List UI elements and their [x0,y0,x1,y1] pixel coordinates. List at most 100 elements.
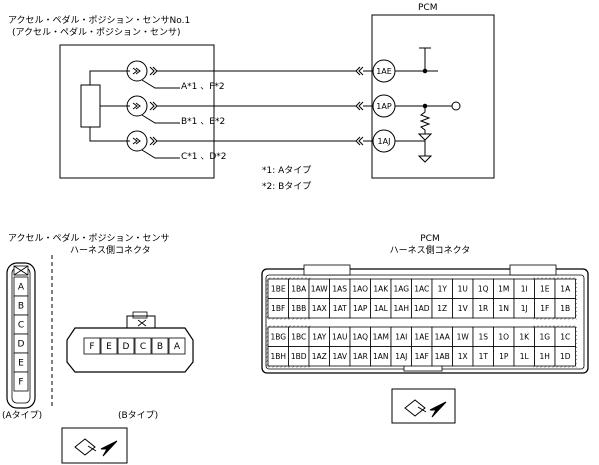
pcm-connector-pin: 1Q [472,278,494,299]
svg-text:1AB: 1AB [435,352,450,361]
pcm-connector-pin: 1I [513,278,535,299]
svg-text:1I: 1I [521,284,528,293]
signal-terminal [451,101,461,111]
svg-text:1S: 1S [478,332,488,341]
svg-text:1Z: 1Z [437,304,447,313]
connector-pin: F [83,337,101,355]
svg-text:1BB: 1BB [291,304,306,313]
pcm-connector-pin: 1AL [370,298,392,319]
sensor-pin-1 [126,60,148,82]
svg-text:1AF: 1AF [415,352,429,361]
svg-text:1AH: 1AH [393,304,409,313]
pcm-pin-label-1aj: 1AJ [377,137,391,146]
pcm-connector-pin: 1AF [411,346,433,367]
pcm-connector-pin: 1AQ [349,326,371,347]
pcm-connector-pin: 1D [554,346,576,367]
pcm-connector-pin: 1AO [349,278,371,299]
pcm-connector-pin: 1H [534,346,556,367]
svg-text:A: A [174,342,181,352]
svg-text:1BD: 1BD [291,352,307,361]
pcm-connector-pin: 1AJ [390,346,412,367]
sensor-title-line-2: (アクセル・ペダル・ポジション・センサ) [12,28,181,38]
sensor-pin-label-1: A*1 、F*2 [181,82,225,92]
pcm-connector-pin: 1AP [349,298,371,319]
svg-text:C: C [18,321,24,331]
svg-text:1N: 1N [499,304,509,313]
svg-text:1L: 1L [520,352,530,361]
pcm-connector-pin: 1W [452,326,474,347]
svg-text:D: D [123,342,130,352]
pcm-connector-pin: 1BA [288,278,310,299]
pcm-connector-pin: 1X [452,346,474,367]
svg-text:1BG: 1BG [270,332,286,341]
pcm-connector-pin: 1AI [390,326,412,347]
sensor-title-line-1: アクセル・ペダル・ポジション・センサNo.1 [8,16,191,26]
sensor-connector-title-2: ハーネス側コネクタ [70,246,151,256]
svg-text:F: F [18,378,23,388]
pcm-connector-pin: 1AX [308,298,330,319]
svg-text:1BF: 1BF [271,304,285,313]
svg-text:1AM: 1AM [373,332,389,341]
pcm-connector-pin: 1AW [308,278,330,299]
pcm-connector-pin: 1N [493,298,515,319]
type-a-label: (Aタイプ) [2,411,43,421]
sensor-box [59,44,215,179]
pcm-connector-pin: 1Z [431,298,453,319]
pcm-connector-pin: 1AU [329,326,351,347]
footnote-1: *1: Aタイプ [262,166,312,176]
pcm-connector-pin: 1AG [390,278,412,299]
pcm-connector-pin: 1A [554,278,576,299]
connector-pin: C [13,314,29,335]
pcm-pin-label-1ap: 1AP [376,102,392,111]
connector-pin: E [13,352,29,373]
svg-text:1D: 1D [560,352,571,361]
pcm-connector-pin: 1AC [411,278,433,299]
pcm-connector-pin: 1BH [267,346,289,367]
svg-text:A: A [18,283,25,293]
svg-text:1C: 1C [560,332,570,341]
svg-text:1AI: 1AI [395,332,407,341]
svg-text:B: B [18,302,24,312]
svg-text:1Q: 1Q [478,284,489,293]
pcm-connector-pin: 1BE [267,278,289,299]
schematic [59,14,495,179]
svg-text:1AL: 1AL [374,304,389,313]
pcm-connector-pin: 1R [472,298,494,319]
pcm-connector-pin: 1AB [431,346,453,367]
pcm-connector-pin: 1J [513,298,535,319]
svg-text:1AQ: 1AQ [352,332,368,341]
pcm-connector-pin: 1AV [329,346,351,367]
svg-text:E: E [106,342,112,352]
svg-text:1BE: 1BE [271,284,286,293]
pcm-connector-housing [261,264,589,374]
svg-text:1AW: 1AW [311,284,328,293]
pcm-connector-pin: 1U [452,278,474,299]
svg-text:1AX: 1AX [312,304,327,313]
sensor-connector-type-b [66,311,194,373]
connector-pin: A [168,337,186,355]
pcm-connector-title-2: ハーネス側コネクタ [389,246,471,256]
connector-pin: A [13,276,29,297]
svg-text:1AN: 1AN [373,352,389,361]
pcm-connector-pin: 1F [534,298,556,319]
pcm-connector-pin: 1AN [370,346,392,367]
svg-text:1AS: 1AS [332,284,347,293]
connector-pin: D [13,333,29,354]
pcm-connector-pin: 1AD [411,298,433,319]
svg-text:1V: 1V [458,304,469,313]
connector-pin: B [13,295,29,316]
svg-text:1K: 1K [519,332,530,341]
pcm-connector-pin: 1C [554,326,576,347]
pcm-box [371,14,495,179]
svg-text:1A: 1A [560,284,571,293]
svg-text:F: F [89,342,94,352]
svg-text:1E: 1E [540,284,550,293]
svg-text:1P: 1P [499,352,509,361]
pcm-connector-pin: 1BB [288,298,310,319]
pcm-connector-pin: 1AK [370,278,392,299]
svg-text:1AP: 1AP [353,304,368,313]
svg-text:1AT: 1AT [333,304,347,313]
pcm-connector-pin: 1AA [431,326,453,347]
view-direction-icon [391,388,456,424]
svg-text:1AY: 1AY [312,332,326,341]
